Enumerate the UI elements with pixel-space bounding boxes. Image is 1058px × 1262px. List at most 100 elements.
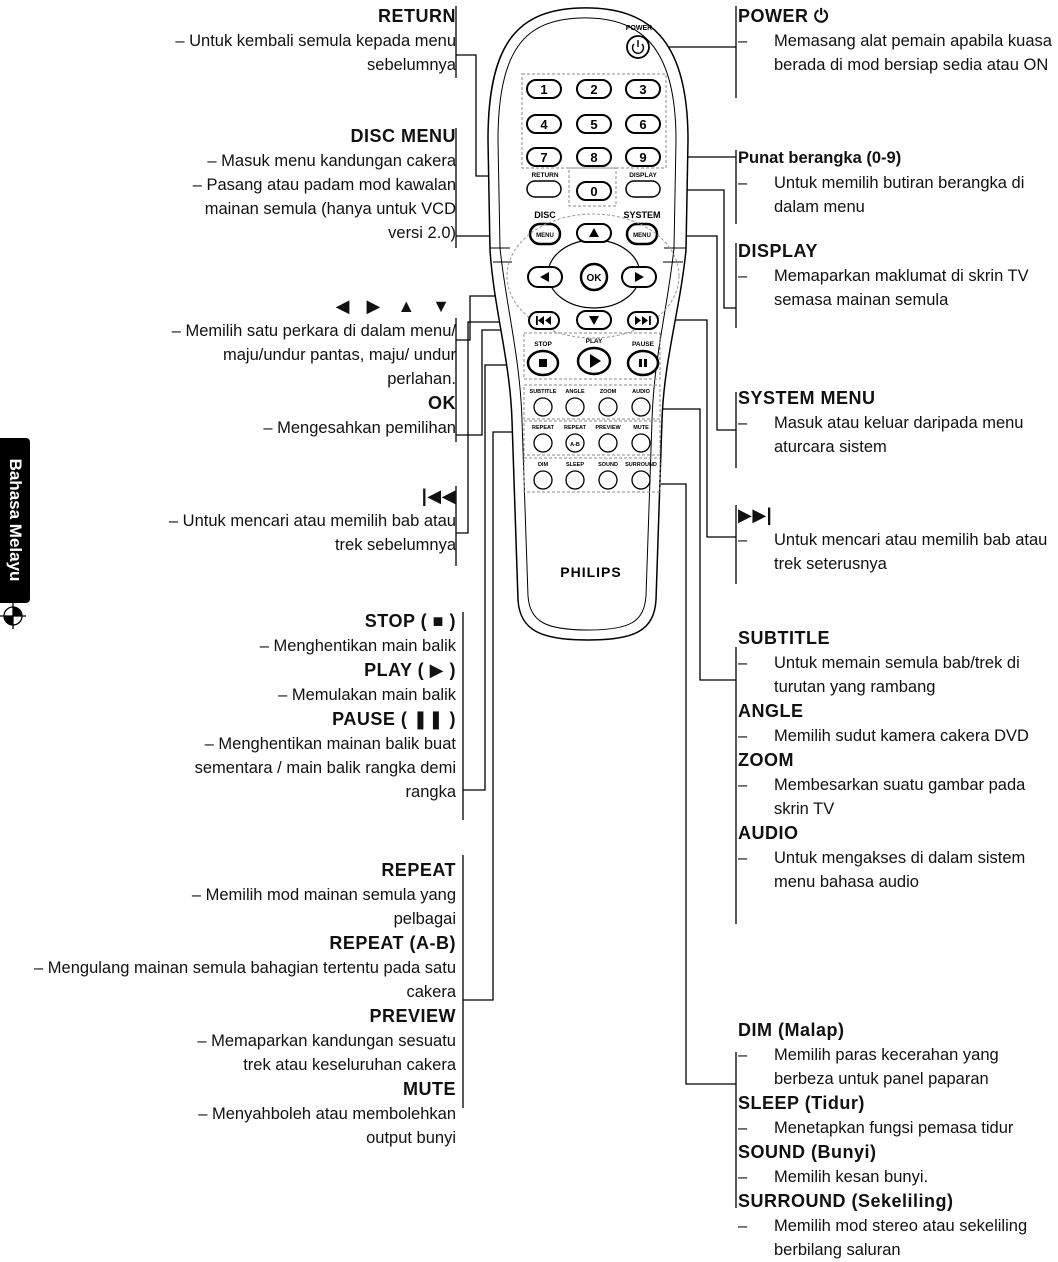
svg-text:SURROUND: SURROUND xyxy=(625,462,657,468)
stop-desc: – Menghentikan main balik xyxy=(259,637,456,655)
svg-text:SUBTITLE: SUBTITLE xyxy=(530,389,557,395)
return-title: RETURN xyxy=(378,6,456,26)
play-desc: – Memulakan main balik xyxy=(278,686,456,704)
next-icon xyxy=(635,316,651,325)
svg-text:OK: OK xyxy=(587,273,603,284)
svg-text:MENU: MENU xyxy=(536,233,554,239)
svg-text:ZOOM: ZOOM xyxy=(600,389,617,395)
arrows-title: ◀ ▶ ▲ ▼ xyxy=(335,296,456,316)
stop-title: STOP ( ■ ) xyxy=(364,611,456,631)
previous-title: |◀◀ xyxy=(421,486,456,506)
svg-text:REPEAT: REPEAT xyxy=(564,425,587,431)
dim-group-desc-block: DIM (Malap) –Memilih paras kecerahan yan… xyxy=(738,1018,1056,1262)
next-desc-block: ▶▶| –Untuk mencari atau memilih bab atau… xyxy=(738,503,1056,576)
numeric-title: Punat berangka (0-9) xyxy=(738,149,902,167)
pause-button xyxy=(626,349,660,377)
disc-menu-desc-1: – Masuk menu kandungan cakera xyxy=(207,152,456,170)
preview-title: PREVIEW xyxy=(369,1006,456,1026)
svg-text:PLAY: PLAY xyxy=(586,338,603,345)
previous-desc: – Untuk mencari atau memilih bab atau tr… xyxy=(168,512,456,554)
svg-text:A-B: A-B xyxy=(570,442,580,448)
power-icon xyxy=(631,40,645,54)
svg-text:3: 3 xyxy=(639,82,646,97)
sound-desc: Memilih kesan bunyi. xyxy=(774,1168,929,1186)
stop-icon xyxy=(539,359,547,367)
mute-button xyxy=(631,433,651,453)
sound-title: SOUND (Bunyi) xyxy=(738,1142,877,1162)
angle-button xyxy=(565,397,585,417)
dim-desc: Memilih paras kecerahan yang berbeza unt… xyxy=(774,1046,999,1088)
language-tab: Bahasa Melayu xyxy=(0,438,30,603)
system-menu-desc: Masuk atau keluar daripada menu aturcara… xyxy=(774,414,1024,456)
up-arrow-icon xyxy=(589,228,599,237)
svg-text:MENU: MENU xyxy=(633,233,651,239)
number-button-3: 3 xyxy=(625,79,661,99)
zoom-title: ZOOM xyxy=(738,750,794,770)
number-button-2: 2 xyxy=(576,79,612,99)
numeric-keypad: 1 2 3 4 5 6 7 8 9 0 xyxy=(526,79,661,201)
sound-button xyxy=(598,470,618,490)
surround-button xyxy=(631,470,651,490)
pause-icon xyxy=(639,359,647,367)
disc-menu-desc-block: DISC MENU – Masuk menu kandungan cakera … xyxy=(16,124,456,245)
svg-text:REPEAT: REPEAT xyxy=(532,425,555,431)
sleep-button xyxy=(565,470,585,490)
svg-text:DIM: DIM xyxy=(538,462,549,468)
svg-text:SYSTEM: SYSTEM xyxy=(623,210,660,220)
pause-title: PAUSE ( ❚❚ ) xyxy=(332,709,456,729)
ok-title: OK xyxy=(428,393,456,413)
return-button xyxy=(526,180,562,198)
repeat-ab-button xyxy=(565,433,585,453)
display-title: DISPLAY xyxy=(738,241,818,261)
svg-text:ANGLE: ANGLE xyxy=(565,389,585,395)
svg-text:PREVIEW: PREVIEW xyxy=(595,425,621,431)
number-button-7: 7 xyxy=(526,147,562,167)
svg-text:MUTE: MUTE xyxy=(633,425,649,431)
number-button-4: 4 xyxy=(526,114,562,134)
power-title: POWER ⏻ xyxy=(738,6,829,26)
svg-text:4: 4 xyxy=(540,117,548,132)
left-arrow-icon xyxy=(540,272,549,282)
audio-button xyxy=(631,397,651,417)
subtitle-title: SUBTITLE xyxy=(738,628,830,648)
repeat-title: REPEAT xyxy=(381,860,456,880)
svg-text:2: 2 xyxy=(590,82,597,97)
repeat-group-desc-block: REPEAT – Memilih mod mainan semula yang … xyxy=(16,858,456,1150)
zoom-desc: Membesarkan suatu gambar pada skrin TV xyxy=(774,776,1026,818)
ok-desc: – Mengesahkan pemilihan xyxy=(263,419,456,437)
surround-title: SURROUND (Sekeliling) xyxy=(738,1191,954,1211)
subtitle-button xyxy=(533,397,553,417)
svg-text:AUDIO: AUDIO xyxy=(632,389,650,395)
play-controls-desc-block: STOP ( ■ ) – Menghentikan main balik PLA… xyxy=(16,609,456,804)
svg-text:SOUND: SOUND xyxy=(598,462,618,468)
surround-desc: Memilih mod stereo atau sekeliling berbi… xyxy=(774,1217,1028,1259)
preview-button xyxy=(598,433,618,453)
disc-menu-desc-2: – Pasang atau padam mod kawalan mainan s… xyxy=(192,176,456,242)
svg-text:6: 6 xyxy=(639,117,646,132)
arrows-desc-block: ◀ ▶ ▲ ▼ – Memilih satu perkara di dalam … xyxy=(16,294,456,440)
svg-text:SLEEP: SLEEP xyxy=(566,462,584,468)
svg-text:DISPLAY: DISPLAY xyxy=(629,172,657,179)
zoom-button xyxy=(598,397,618,417)
repeat-ab-desc: – Mengulang mainan semula bahagian terte… xyxy=(34,959,456,1001)
dim-title: DIM (Malap) xyxy=(738,1020,845,1040)
return-desc: – Untuk kembali semula kepada menu sebel… xyxy=(175,32,456,74)
svg-text:PAUSE: PAUSE xyxy=(632,341,655,348)
repeat-button xyxy=(533,433,553,453)
audio-desc: Untuk mengakses di dalam sistem menu bah… xyxy=(774,849,1026,891)
numeric-desc: Untuk memilih butiran berangka di dalam … xyxy=(774,174,1025,216)
power-desc-block: POWER ⏻ –Memasang alat pemain apabila ku… xyxy=(738,4,1056,77)
previous-desc-block: |◀◀ – Untuk mencari atau memilih bab ata… xyxy=(16,484,456,557)
down-arrow-icon xyxy=(589,316,599,325)
system-menu-title: SYSTEM MENU xyxy=(738,388,876,408)
mute-desc: – Menyahboleh atau membolehkan output bu… xyxy=(198,1105,456,1147)
number-button-5: 5 xyxy=(576,114,612,134)
power-button-label: POWER xyxy=(626,25,652,32)
display-desc: Memaparkan maklumat di skrin TV semasa m… xyxy=(774,267,1029,309)
connector-lines xyxy=(0,6,737,1208)
svg-text:STOP: STOP xyxy=(534,341,552,348)
number-button-6: 6 xyxy=(625,114,661,134)
number-button-0: 0 xyxy=(576,181,612,201)
return-desc-block: RETURN – Untuk kembali semula kepada men… xyxy=(16,4,456,77)
ok-button xyxy=(579,262,609,292)
